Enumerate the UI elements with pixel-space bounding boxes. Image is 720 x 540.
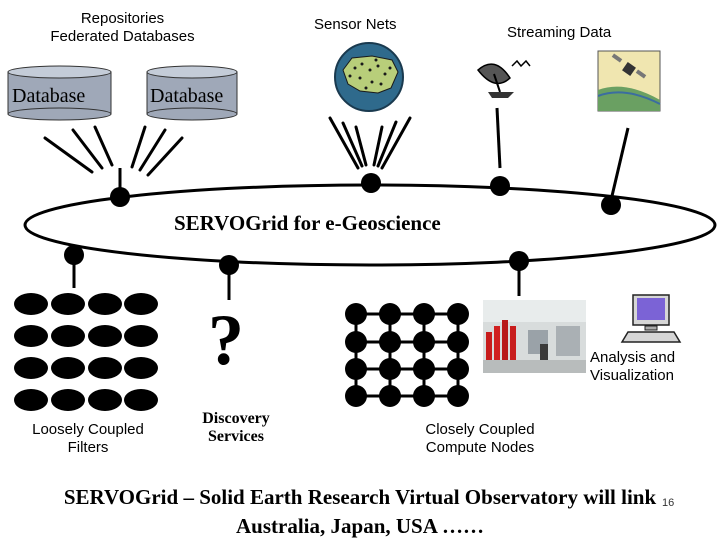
- slide-number: 16: [662, 497, 675, 509]
- analysis-visualization-label: Analysis and Visualization: [590, 349, 676, 384]
- discovery-services-label: Discovery Services: [202, 410, 270, 445]
- sensor-connector-lines: [328, 116, 412, 170]
- loosely-coupled-label: Loosely Coupled Filters: [32, 421, 144, 456]
- database-label-1: Database: [12, 85, 86, 107]
- repositories-label: Repositories Federated Databases: [50, 10, 195, 45]
- database-cylinder-2: [146, 65, 238, 121]
- compute-room-photo: [483, 300, 586, 373]
- radar-dish-icon: [476, 59, 531, 98]
- sensor-net-map-icon: [334, 42, 404, 112]
- ring-node-satellite: [601, 195, 621, 215]
- footer-line-1: SERVOGrid – Solid Earth Research Virtual…: [63, 485, 657, 509]
- ring-node-discovery: [219, 255, 239, 275]
- ring-title: SERVOGrid for e-Geoscience: [174, 211, 441, 235]
- satellite-image-icon: [597, 50, 661, 112]
- ring-node-filters: [64, 245, 84, 265]
- database-cylinder-1: [7, 65, 112, 121]
- computer-monitor-icon: [620, 294, 682, 343]
- streaming-data-label: Streaming Data: [507, 24, 612, 41]
- ring-node-compute: [509, 251, 529, 271]
- radar-connector-line: [495, 107, 502, 169]
- ring-node-radar: [490, 176, 510, 196]
- ring-node-sensor: [361, 173, 381, 193]
- database-label-2: Database: [150, 85, 224, 107]
- ring-node-database: [110, 187, 130, 207]
- database-connector-lines: [43, 125, 184, 177]
- discovery-question-mark: ?: [208, 300, 244, 380]
- footer-line-2: Australia, Japan, USA ……: [236, 514, 484, 538]
- filter-node-grid: [14, 293, 158, 411]
- sensor-nets-label: Sensor Nets: [314, 16, 397, 33]
- compute-node-mesh: [345, 303, 469, 407]
- closely-coupled-label: Closely Coupled Compute Nodes: [425, 421, 535, 456]
- satellite-connector-line: [610, 127, 630, 197]
